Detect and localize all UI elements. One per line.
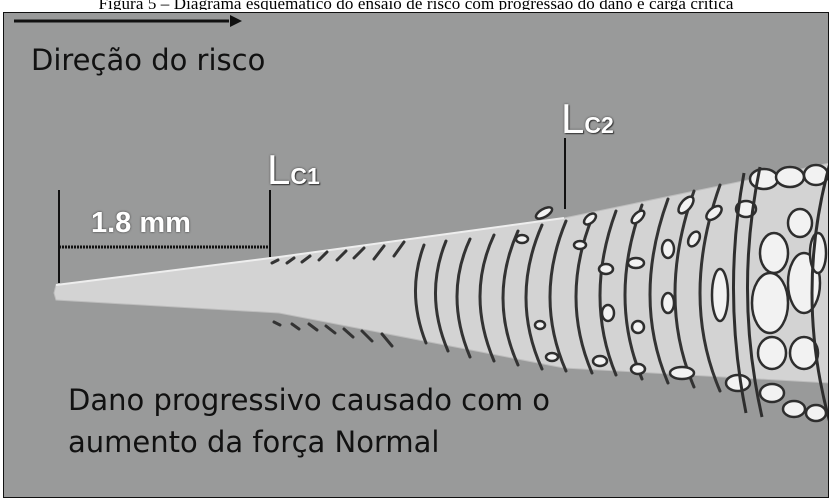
lc1-label: LC1 xyxy=(267,146,320,194)
description-line-1: Dano progressivo causado com o xyxy=(68,383,550,417)
lc2-subscript: C2 xyxy=(584,112,613,138)
lc1-letter: L xyxy=(267,146,290,193)
diagram-panel: Direção do risco LC1 LC2 1.8 mm Dano pro… xyxy=(3,12,829,498)
direction-label: Direção do risco xyxy=(31,43,265,77)
lc1-subscript: C1 xyxy=(290,163,319,189)
scale-label: 1.8 mm xyxy=(91,207,191,240)
direction-arrow xyxy=(14,15,242,27)
lc2-letter: L xyxy=(561,95,584,142)
lc2-label: LC2 xyxy=(561,95,614,143)
description-line-2: aumento da força Normal xyxy=(68,425,439,459)
figure-caption: Figura 5 – Diagrama esquemático do ensai… xyxy=(0,0,832,10)
scratch-track xyxy=(54,163,829,383)
